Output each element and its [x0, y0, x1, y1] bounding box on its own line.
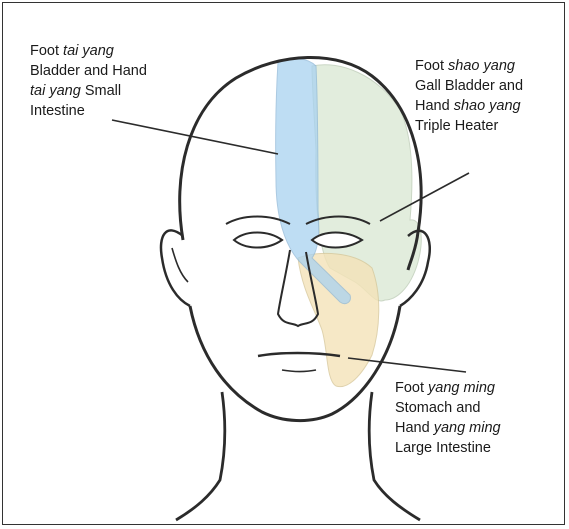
- yang-ming-label-text: Foot: [395, 380, 428, 396]
- left-ear-inner: [172, 248, 188, 282]
- shao-yang-label-text: Hand: [415, 98, 454, 114]
- tai-yang-label-text: Foot: [30, 43, 63, 59]
- tai-yang-term: tai yang: [30, 83, 81, 99]
- yang-ming-term: yang ming: [434, 420, 501, 436]
- tai-yang-term: tai yang: [63, 43, 114, 59]
- yang-ming-term: yang ming: [428, 380, 495, 396]
- tai-yang-label-text: Intestine: [30, 101, 147, 121]
- mouth: [258, 353, 340, 356]
- tai-yang-label-text: Small: [81, 83, 121, 99]
- shao-yang-term: shao yang: [448, 58, 515, 74]
- shao-yang-label-text: Gall Bladder and: [415, 76, 523, 96]
- yang-ming-label-text: Large Intestine: [395, 438, 501, 458]
- shao-yang-label-text: Triple Heater: [415, 116, 523, 136]
- lower-lip: [282, 370, 316, 372]
- yang-ming-label-text: Stomach and: [395, 398, 501, 418]
- left-ear: [161, 230, 190, 306]
- neck-left: [176, 392, 225, 520]
- yang-ming-label: Foot yang ming Stomach and Hand yang min…: [395, 378, 501, 458]
- tai-yang-label-text: Bladder and Hand: [30, 61, 147, 81]
- shao-yang-label-text: Foot: [415, 58, 448, 74]
- left-eye: [234, 233, 282, 248]
- tai-yang-label: Foot tai yang Bladder and Hand tai yang …: [30, 41, 147, 121]
- shao-yang-label: Foot shao yang Gall Bladder and Hand sha…: [415, 56, 523, 136]
- yang-ming-label-text: Hand: [395, 420, 434, 436]
- shao-yang-term: shao yang: [454, 98, 521, 114]
